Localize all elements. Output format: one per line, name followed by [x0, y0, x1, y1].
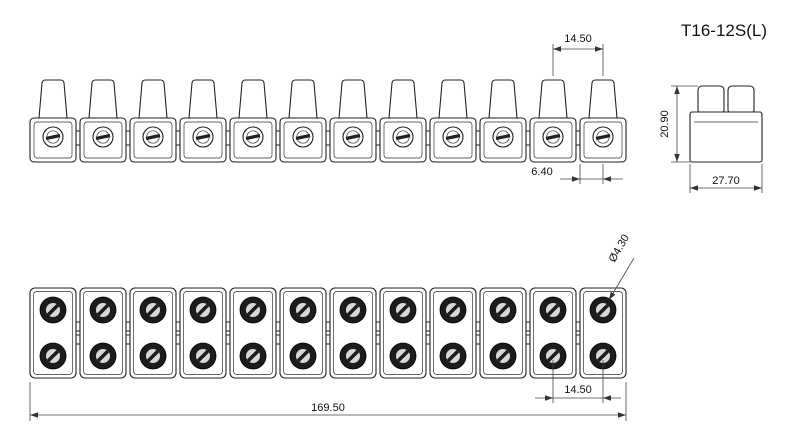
terminal-plan-segment: [179, 287, 227, 379]
terminal-side-unit: [529, 79, 577, 163]
terminal-plan-segment: [479, 287, 527, 379]
terminal-plan-segment: [229, 287, 277, 379]
terminal-side-unit: [179, 79, 227, 163]
terminal-side-unit: [129, 79, 177, 163]
dim-overall-length: 169.50: [311, 402, 345, 414]
terminal-plan-segment: [579, 287, 627, 379]
terminal-plan-segment: [29, 287, 77, 379]
terminal-side-unit: [379, 79, 427, 163]
end-view-tower: [727, 85, 755, 115]
terminal-side-unit: [479, 79, 527, 163]
terminal-side-unit: [29, 79, 77, 163]
dim-body-depth: 27.70: [712, 175, 740, 187]
terminal-plan-segment: [279, 287, 327, 379]
terminal-side-unit: [329, 79, 377, 163]
terminal-plan-segment: [379, 287, 427, 379]
terminal-plan-segment: [429, 287, 477, 379]
terminal-side-unit: [279, 79, 327, 163]
dim-pitch-bottom: 14.50: [564, 384, 592, 396]
dim-hole-diameter: Ø4.30: [607, 233, 632, 265]
dim-pitch-top: 14.50: [564, 33, 592, 45]
terminal-side-unit: [579, 79, 627, 163]
terminal-plan-segment: [329, 287, 377, 379]
terminal-plan-segment: [129, 287, 177, 379]
dim-total-height: 20.90: [659, 110, 671, 138]
end-view: [689, 85, 763, 163]
part-number: T16-12S(L): [681, 21, 767, 40]
terminal-plan-segment: [79, 287, 127, 379]
terminal-side-unit: [229, 79, 277, 163]
terminal-side-unit: [79, 79, 127, 163]
end-view-body: [689, 111, 763, 163]
dim-screw-edge-offset: 6.40: [531, 166, 552, 178]
side-elevation-view: [29, 79, 627, 163]
terminal-side-unit: [429, 79, 477, 163]
terminal-plan-segment: [529, 287, 577, 379]
plan-view: [29, 287, 627, 379]
end-view-tower: [697, 85, 725, 115]
